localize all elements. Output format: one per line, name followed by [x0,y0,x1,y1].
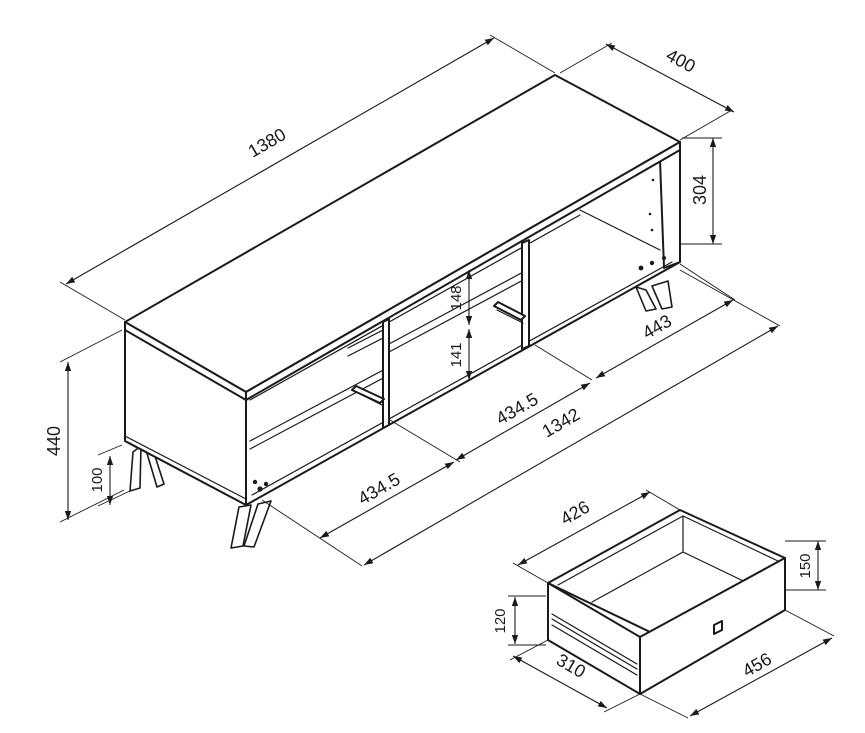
drawer-dimensions [508,489,835,719]
hole [649,260,655,266]
dim-depth-label: 400 [663,45,699,77]
dim-middle-compartment-label: 434.5 [492,389,541,429]
top-panel-left [124,321,247,401]
back-right-leg-2 [651,280,673,310]
front-leg-2 [243,500,272,548]
drawer-handle [713,620,723,635]
dim-inner-width-label: 1342 [539,404,584,441]
right-side-inner-line [659,159,665,269]
drawer-left-rail [551,613,638,676]
dim-left-compartment-label: 434.5 [354,469,403,509]
hole [252,479,258,485]
dim-upper-compartment-label: 148 [448,285,465,310]
dim-top-shelf-height-label: 304 [690,175,710,205]
drawer-width-label: 426 [557,497,593,529]
hole [650,228,654,232]
right-comp-floor [579,209,661,251]
hole [662,256,666,260]
dim-leg-height-label: 100 [89,467,106,492]
dim-lower-compartment-label: 141 [448,342,465,367]
drawer-runner-left [351,385,385,406]
divider-right [521,239,530,350]
front-leg [230,504,252,549]
hole [651,178,655,182]
dim-width-label: 1380 [245,124,290,161]
hole [257,486,263,492]
drawer-runner-right [493,301,526,324]
divider-left [382,318,390,429]
hole [638,265,644,271]
left-bottom-edge [124,435,247,500]
hole [263,481,269,487]
hole [648,212,652,216]
cabinet-dimensions [59,34,781,567]
dim-total-height-label: 440 [44,426,64,456]
cabinet [124,74,681,549]
drawer-length-label: 456 [739,649,775,681]
back-right-leg [635,286,657,312]
drawer [547,509,786,695]
left-leg [129,445,142,492]
drawer-height-label: 150 [797,553,814,578]
dim-right-compartment-label: 443 [639,311,675,343]
drawer-inner-height-label: 120 [492,608,509,633]
